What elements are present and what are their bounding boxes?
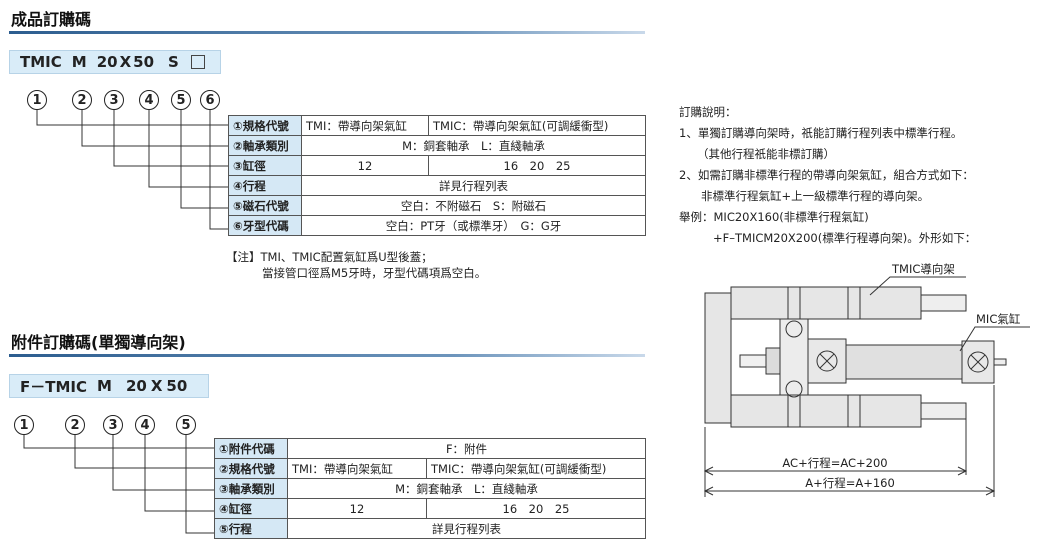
leader-lines-1 [36, 110, 228, 230]
row-label: ⑤行程 [214, 518, 288, 539]
code-part-stroke: 50 [166, 377, 188, 395]
table-row: ⑥牙型代碼 空白：PT牙（或標準牙） G：G牙 [228, 215, 646, 236]
table-row: ②軸承類別 M：銅套軸承 L：直綫軸承 [228, 135, 646, 156]
code-number-3: 3 [104, 90, 124, 110]
order-info-line: +F–TMICM20X200(標準行程導向架)。外形如下： [713, 231, 977, 245]
leader-lines-2 [23, 435, 214, 534]
code-number-2: 2 [72, 90, 92, 110]
section2-title: 附件訂購碼(單獨導向架) [11, 333, 186, 352]
code-number-6: 6 [200, 90, 220, 110]
row-label: ②軸承類別 [228, 135, 302, 156]
row-value: TMIC：帶導向架氣缸(可調緩衝型) [428, 115, 646, 136]
row-label: ④行程 [228, 175, 302, 196]
row-label: ③軸承類別 [214, 478, 288, 499]
code-number-5: 5 [171, 90, 191, 110]
table-row: ⑤磁石代號 空白：不附磁石 S：附磁石 [228, 195, 646, 216]
code-number-4: 4 [139, 90, 159, 110]
order-info-line: 舉例：MIC20X160(非標準行程氣缸) [679, 210, 869, 224]
row-value: 16 20 25 [426, 498, 646, 519]
order-info: 訂購說明： 1、單獨訂購導向架時，祇能訂購行程列表中標準行程。 （其他行程祇能非… [679, 102, 1034, 249]
code-number-4: 4 [135, 415, 155, 435]
row-value: TMIC：帶導向架氣缸(可調緩衝型) [426, 458, 646, 479]
code-part-bearing: M [97, 377, 112, 395]
row-value: 16 20 25 [428, 155, 646, 176]
table-row: ③缸徑 12 16 20 25 [228, 155, 646, 176]
guide-block [779, 318, 809, 396]
code-part-magnet: S [168, 53, 179, 71]
code-part-accessory: F－TMIC [20, 377, 87, 396]
table-row: ②規格代號 TMI：帶導向架氣缸 TMIC：帶導向架氣缸(可調緩衝型) [214, 458, 646, 479]
order-info-line: 1、單獨訂購導向架時，祇能訂購行程列表中標準行程。 [679, 126, 963, 140]
row-value: M：銅套軸承 L：直綫軸承 [287, 478, 646, 499]
row-value: 空白：不附磁石 S：附磁石 [301, 195, 646, 216]
dimension-ac: AC+行程=AC+200 [782, 456, 887, 470]
note-line-2: 當接管口徑爲M5牙時，牙型代碼項爲空白。 [262, 266, 487, 280]
section1-title: 成品訂購碼 [11, 10, 92, 29]
row-value: TMI：帶導向架氣缸 [301, 115, 429, 136]
code-number-5: 5 [176, 415, 196, 435]
row-value: TMI：帶導向架氣缸 [287, 458, 427, 479]
section1-rule [9, 31, 645, 34]
row-label: ④缸徑 [214, 498, 288, 519]
spec-table-1: ①規格代號 TMI：帶導向架氣缸 TMIC：帶導向架氣缸(可調緩衝型) ②軸承類… [228, 115, 646, 236]
code-number-3: 3 [103, 415, 123, 435]
guide-rod-bottom [730, 394, 922, 428]
table-row: ①附件代碼 F：附件 [214, 438, 646, 459]
order-info-line: 2、如需訂購非標準行程的帶導向架氣缸，組合方式如下： [679, 168, 974, 182]
row-label: ②規格代號 [214, 458, 288, 479]
code-part-model: TMIC [20, 53, 62, 71]
table-row: ④行程 詳見行程列表 [228, 175, 646, 196]
order-info-line: 非標準行程氣缸+上一級標準行程的導向架。 [701, 189, 930, 203]
assembly-drawing: TMIC導向架 MIC氣缸 AC+行程=AC+200 A+行程=A+160 [703, 262, 1030, 497]
label-cylinder: MIC氣缸 [976, 312, 1021, 326]
order-info-line: （其他行程祇能非標訂購） [697, 147, 835, 161]
row-label: ⑥牙型代碼 [228, 215, 302, 236]
cylinder-barrel [845, 344, 963, 380]
row-value: 詳見行程列表 [287, 518, 646, 539]
guide-rod-top [730, 286, 922, 320]
dimension-a: A+行程=A+160 [805, 476, 895, 490]
label-guide: TMIC導向架 [891, 262, 955, 276]
table-row: ④缸徑 12 16 20 25 [214, 498, 646, 519]
code-part-x: X [150, 377, 163, 395]
code-part-x: X [119, 53, 132, 71]
row-label: ①附件代碼 [214, 438, 288, 459]
code-part-stroke: 50 [133, 53, 155, 71]
code-part-bore: 20 [125, 377, 147, 395]
section2-rule [9, 354, 645, 357]
spec-table-2: ①附件代碼 F：附件 ②規格代號 TMI：帶導向架氣缸 TMIC：帶導向架氣缸(… [214, 438, 646, 539]
row-value: 詳見行程列表 [301, 175, 646, 196]
code-number-2: 2 [65, 415, 85, 435]
row-value: F：附件 [287, 438, 646, 459]
code-number-1: 1 [14, 415, 34, 435]
code-part-bearing: M [71, 53, 87, 71]
order-info-heading: 訂購說明： [679, 105, 737, 119]
row-label: ⑤磁石代號 [228, 195, 302, 216]
code-part-thread-box [190, 55, 205, 69]
table-row: ⑤行程 詳見行程列表 [214, 518, 646, 539]
order-code-box-2: F－TMIC M 20 X 50 [9, 374, 209, 398]
row-value: M：銅套軸承 L：直綫軸承 [301, 135, 646, 156]
row-value: 12 [301, 155, 429, 176]
table-row: ①規格代號 TMI：帶導向架氣缸 TMIC：帶導向架氣缸(可調緩衝型) [228, 115, 646, 136]
code-part-bore: 20 [96, 53, 118, 71]
row-value: 空白：PT牙（或標準牙） G：G牙 [301, 215, 646, 236]
row-label: ①規格代號 [228, 115, 302, 136]
row-value: 12 [287, 498, 427, 519]
order-code-box-1: TMIC M 20 X 50 S [9, 50, 221, 74]
end-plate [704, 292, 732, 424]
note-line-1: 【注】TMI、TMIC配置氣缸爲U型後蓋； [226, 250, 433, 264]
code-number-1: 1 [27, 90, 47, 110]
table-row: ③軸承類別 M：銅套軸承 L：直綫軸承 [214, 478, 646, 499]
